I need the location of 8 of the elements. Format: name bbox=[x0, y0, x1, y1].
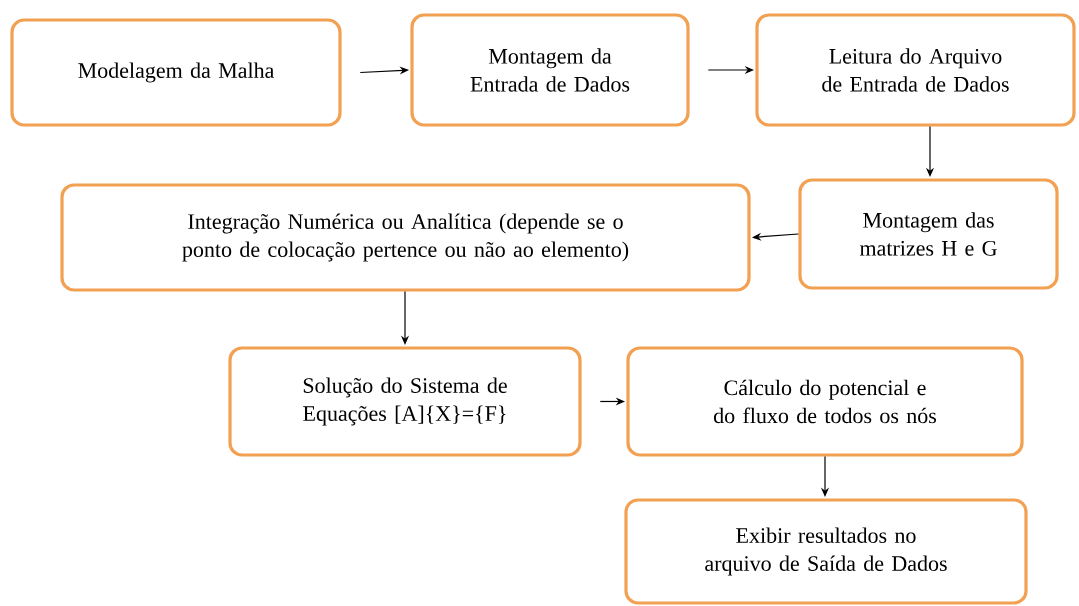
process-box: Montagem da Entrada de Dados bbox=[410, 13, 690, 127]
process-box: Cálculo do potencial e do fluxo de todos os nós bbox=[626, 346, 1024, 457]
process-box: Montagem das matrizes H e G bbox=[798, 178, 1059, 290]
process-box: Integração Numérica ou Analítica (depende se o ponto de colocação pertence ou não ao elemento) bbox=[60, 183, 751, 292]
process-box: Leitura do Arquivo de Entrada de Dados bbox=[755, 13, 1076, 127]
process-box: Solução do Sistema de Equações [A]{X}={F} bbox=[228, 346, 582, 457]
process-box: Modelagem da Malha bbox=[10, 18, 342, 127]
process-box: Exibir resultados no arquivo de Saída de Dados bbox=[624, 498, 1028, 605]
